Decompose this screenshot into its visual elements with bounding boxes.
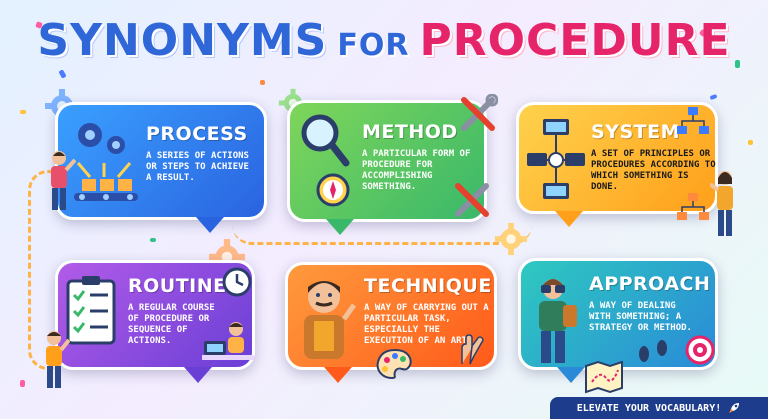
conveyor-gears-icon [74, 123, 138, 201]
card-title: METHOD [362, 121, 458, 143]
magnifier-icon [301, 114, 350, 167]
clock-icon [222, 267, 252, 297]
connector-path [232, 205, 532, 245]
flowchart-icon [677, 107, 709, 134]
card-description: A WAY OF CARRYING OUT A PARTICULAR TASK,… [364, 303, 489, 346]
target-icon [685, 335, 715, 365]
card-approach: APPROACH A WAY OF DEALING WITH SOMETHING… [518, 258, 718, 383]
checklist-icon [66, 276, 116, 345]
page-title: SYNONYMS FOR PROCEDURE [0, 16, 768, 71]
confetti [150, 238, 156, 242]
wrench-screwdriver-icon [455, 183, 489, 217]
card-title: ROUTINE [128, 275, 227, 297]
explorer-binoculars-icon [539, 279, 577, 363]
title-synonyms: SYNONYMS [37, 15, 328, 66]
network-icon [527, 119, 585, 199]
map-icon [585, 360, 623, 394]
card-process: PROCESS A SERIES OF ACTIONS OR STEPS TO … [55, 102, 267, 233]
hands-icon [461, 334, 484, 365]
palette-icon [376, 348, 412, 380]
rocket-icon [729, 403, 740, 413]
card-title: SYSTEM [591, 121, 680, 143]
person-pointing-icon [46, 331, 70, 388]
confetti [709, 93, 718, 101]
footer-label: ELEVATE YOUR VOCABULARY! [576, 402, 722, 414]
card-title: TECHNIQUE [364, 275, 492, 297]
confetti [20, 110, 26, 114]
footer-banner: ELEVATE YOUR VOCABULARY! [550, 397, 768, 419]
footprints-icon [639, 340, 667, 362]
confetti [735, 60, 740, 68]
card-description: A SERIES OF ACTIONS OR STEPS TO ACHIEVE … [146, 151, 249, 183]
confetti [748, 140, 753, 145]
card-method: METHOD A PARTICULAR FORM OF PROCEDURE FO… [287, 100, 487, 235]
wrench-screwdriver-icon [461, 94, 498, 131]
card-title: PROCESS [146, 123, 248, 145]
card-description: A REGULAR COURSE OF PROCEDURE OR SEQUENC… [128, 303, 215, 346]
person-pointing-icon [710, 171, 733, 236]
card-description: A PARTICULAR FORM OF PROCEDURE FOR ACCOM… [362, 149, 471, 192]
person-pointing-icon [51, 151, 76, 210]
card-title: APPROACH [589, 273, 711, 295]
craftsman-icon [304, 281, 357, 359]
confetti [260, 80, 265, 85]
compass-icon [316, 173, 350, 207]
gear-icon [494, 222, 528, 256]
title-for: FOR [337, 28, 410, 63]
person-at-desk-icon [202, 322, 254, 360]
title-procedure: PROCEDURE [419, 15, 731, 66]
card-system: SYSTEM A SET OF PRINCIPLES OR PROCEDURES… [516, 102, 718, 227]
card-description: A WAY OF DEALING WITH SOMETHING; A STRAT… [589, 301, 692, 333]
card-description: A SET OF PRINCIPLES OR PROCEDURES ACCORD… [591, 149, 716, 192]
card-routine: ROUTINE A REGULAR COURSE OF PROCEDURE OR… [55, 260, 255, 383]
flowchart-icon [677, 193, 709, 220]
confetti [20, 380, 25, 387]
